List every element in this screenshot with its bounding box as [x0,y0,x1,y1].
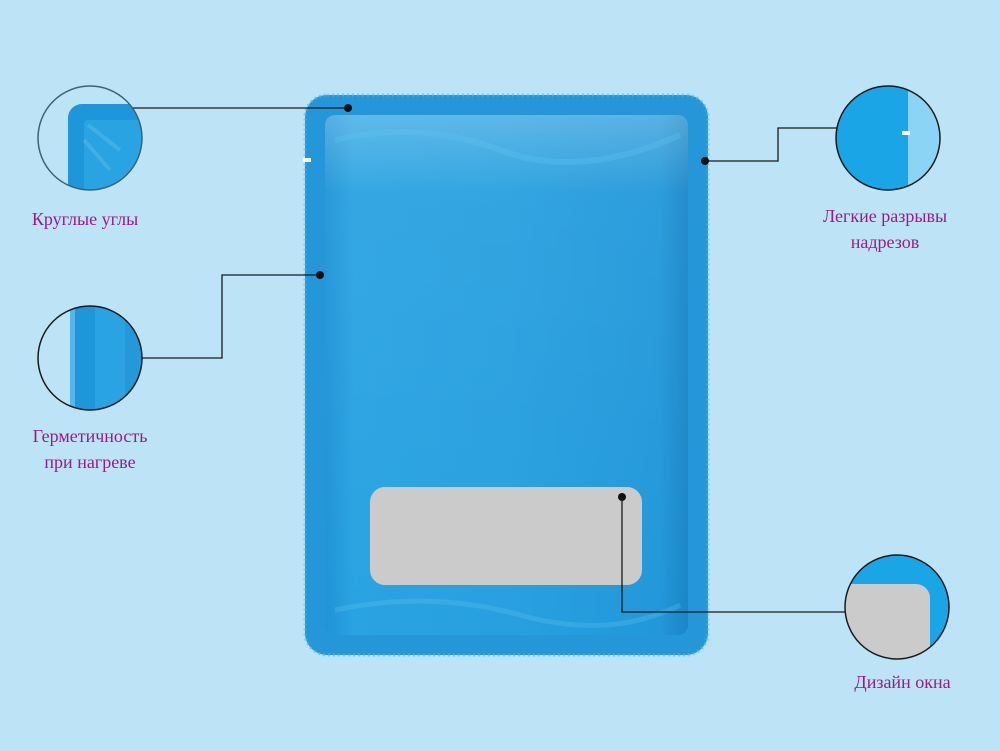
leader-line-easy-tear-notch [705,127,838,162]
leader-dots [316,104,709,501]
label-rounded-corners: Круглые углы [31,209,139,229]
pouch-wrinkle [334,598,682,628]
pouch [303,93,710,657]
leader-lines [131,107,846,613]
pouch-wrinkle [334,129,682,165]
leader-dot [701,157,709,165]
magnifier-easy-tear-notch [835,85,941,191]
label-window-design: Дизайн окна [854,672,951,692]
magnifier-heat-seal [37,305,143,411]
magnifier-rounded-corners [37,85,143,191]
pouch-seal-edge [303,93,710,657]
leader-dot [618,493,626,501]
leader-dot [344,104,352,112]
leader-dot [316,271,324,279]
label-heat-seal: Герметичность при нагреве [32,426,148,472]
label-easy-tear-notch: Легкие разрывы надрезов [822,206,948,252]
tear-notch [303,158,311,162]
leader-line-heat-seal [141,274,320,359]
window-shape [370,487,642,585]
magnifier-window-design [844,554,950,660]
leader-line-window-design [621,497,846,613]
